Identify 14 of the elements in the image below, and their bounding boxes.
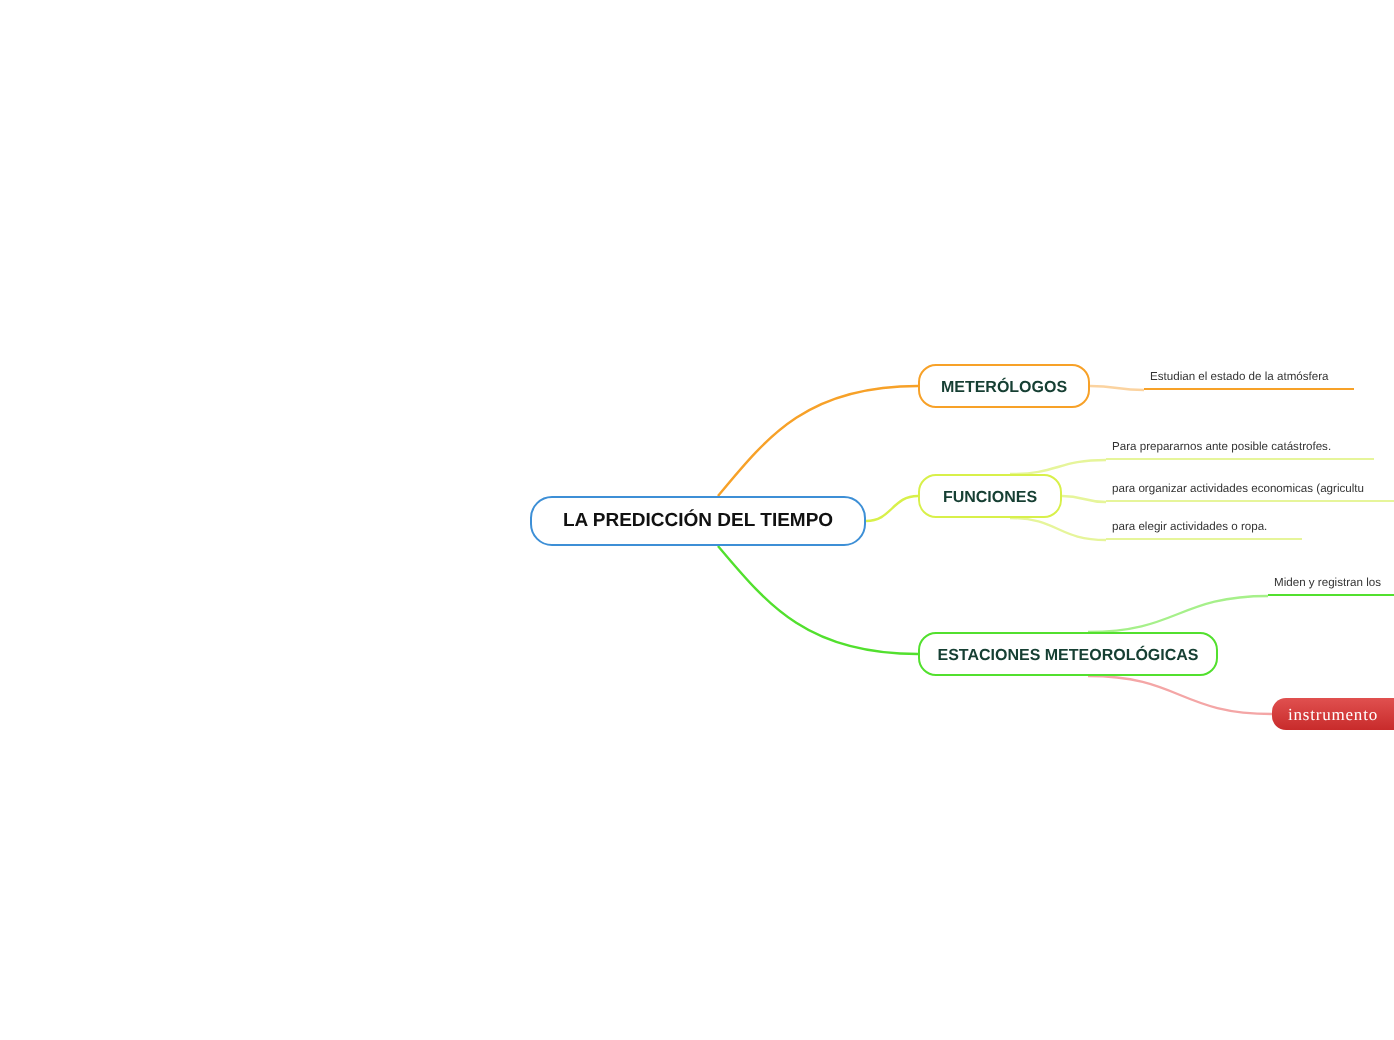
branch-line: [717, 384, 919, 497]
topic-box: LA PREDICCIÓN DEL TIEMPO: [530, 496, 866, 546]
topic-box: ESTACIONES METEOROLÓGICAS: [918, 632, 1218, 676]
branch-line: [717, 545, 919, 656]
branch-line: [1009, 458, 1107, 476]
topic-box: FUNCIONES: [918, 474, 1062, 518]
branch-line: [1061, 494, 1107, 504]
topic-box: METERÓLOGOS: [918, 364, 1090, 408]
branch-line: [1087, 674, 1273, 716]
tag-box: instrumento: [1272, 698, 1394, 730]
branch-line: [1090, 384, 1144, 392]
branch-line: [1087, 594, 1269, 634]
branch-line: [1009, 516, 1107, 542]
branch-line: [865, 494, 919, 523]
